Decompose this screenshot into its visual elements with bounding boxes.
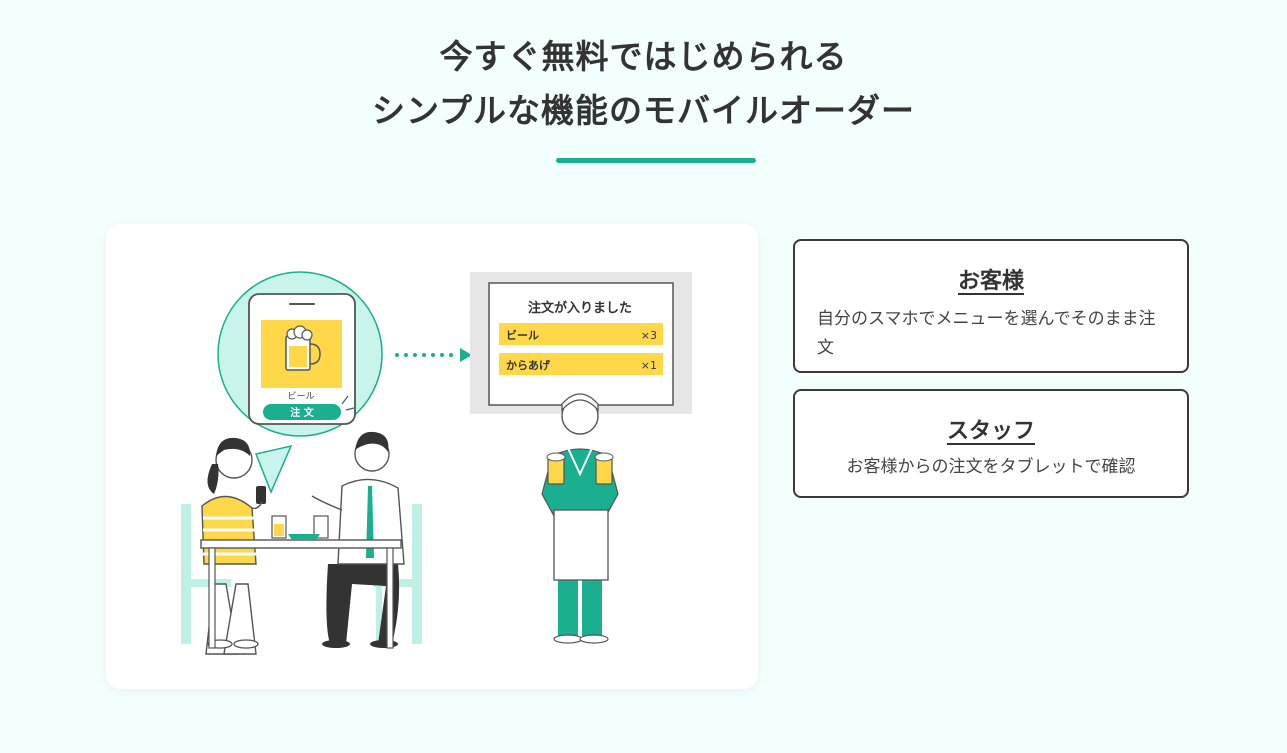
- staff-role-title: スタッフ: [946, 419, 1035, 444]
- staff-role-card: スタッフ お客様からの注文をタブレットで確認: [793, 389, 1189, 498]
- tablet-order-1-name: ビール: [506, 328, 539, 342]
- page-headline: 今すぐ無料ではじめられる シンプルな機能のモバイルオーダー: [0, 30, 1287, 138]
- speech-bubble-tail: [254, 444, 293, 494]
- illustration-svg: ビール 注 文 注文が入りました ビール ×3: [181, 271, 692, 655]
- tablet-order-1-qty: ×3: [641, 329, 657, 342]
- tablet-order-row-1: [499, 323, 663, 345]
- tablet-order-row-2: [499, 353, 663, 375]
- headline-line-1: 今すぐ無料ではじめられる: [439, 37, 848, 76]
- customer-role-description: 自分のスマホでメニューを選んでそのまま注文: [817, 309, 1156, 358]
- dotted-arrow-icon: [395, 348, 472, 362]
- staff-figure: [541, 393, 619, 644]
- customer-role-card: お客様 自分のスマホでメニューを選んでそのまま注文: [793, 239, 1189, 373]
- dining-table: [200, 515, 402, 649]
- staff-role-description: お客様からの注文をタブレットで確認: [846, 457, 1136, 477]
- phone-order-button-label: 注 文: [290, 406, 314, 419]
- headline-line-2: シンプルな機能のモバイルオーダー: [371, 91, 915, 130]
- phone-item-label: ビール: [287, 391, 314, 402]
- headline-accent-line: [556, 158, 756, 163]
- tablet-order-2-name: からあげ: [506, 358, 551, 372]
- tablet-title: 注文が入りました: [528, 300, 632, 316]
- tablet-order-2-qty: ×1: [641, 359, 657, 372]
- phone-icon: [248, 293, 356, 425]
- customer-role-title: お客様: [957, 269, 1024, 294]
- phone-order-button-bg: [263, 404, 341, 420]
- mobile-order-illustration: ビール 注 文 注文が入りました ビール ×3: [106, 224, 758, 689]
